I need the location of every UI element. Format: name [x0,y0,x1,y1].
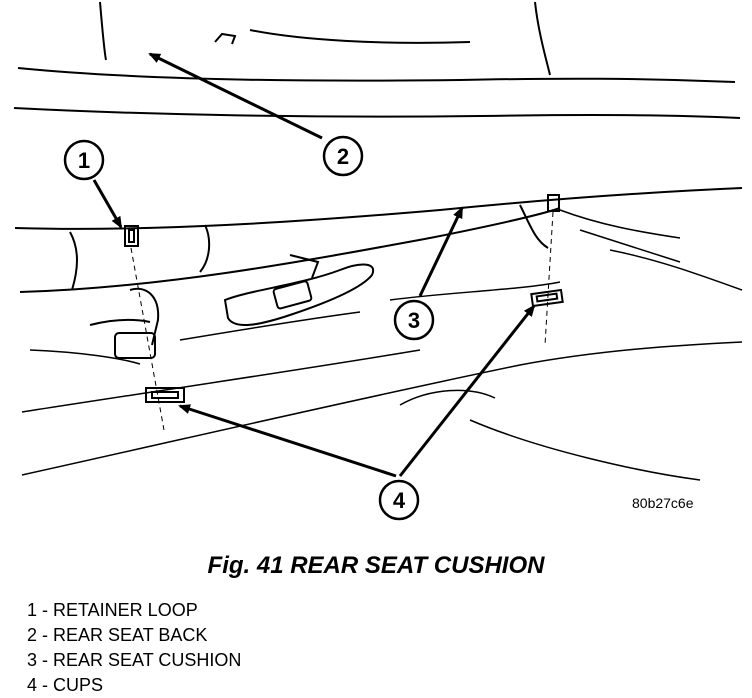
figure-caption: Fig. 41 REAR SEAT CUSHION [207,552,545,579]
retainer-loop-right [547,194,560,212]
callout-label: 2 [337,144,349,169]
legend-item: 1 - RETAINER LOOP [27,600,198,620]
cup-left [145,387,185,403]
callout-label: 4 [393,488,406,513]
legend-list: 1 - RETAINER LOOP 2 - REAR SEAT BACK 3 -… [27,598,241,698]
legend-item: 2 - REAR SEAT BACK [27,625,208,645]
alignment-lines [130,211,554,431]
callout-label: 1 [78,148,90,173]
callout-3: 3 [393,299,435,341]
leader-arrows [92,52,536,478]
callout-label: 3 [408,308,420,333]
seat-back-outline [13,1,741,119]
rear-seat-illustration: 1 2 3 4 [13,1,743,521]
callout-4: 4 [378,479,420,521]
legend-item: 4 - CUPS [27,675,104,695]
floor-outline [21,209,743,481]
legend-item: 3 - REAR SEAT CUSHION [27,650,242,670]
figure-image-id: 80b27c6e [632,495,694,511]
seat-belt-buckle-center [223,254,375,326]
callout-1: 1 [63,139,105,181]
callout-2: 2 [322,135,364,177]
retainer-loop [124,225,139,247]
seat-belt-buckle-left [89,287,160,359]
